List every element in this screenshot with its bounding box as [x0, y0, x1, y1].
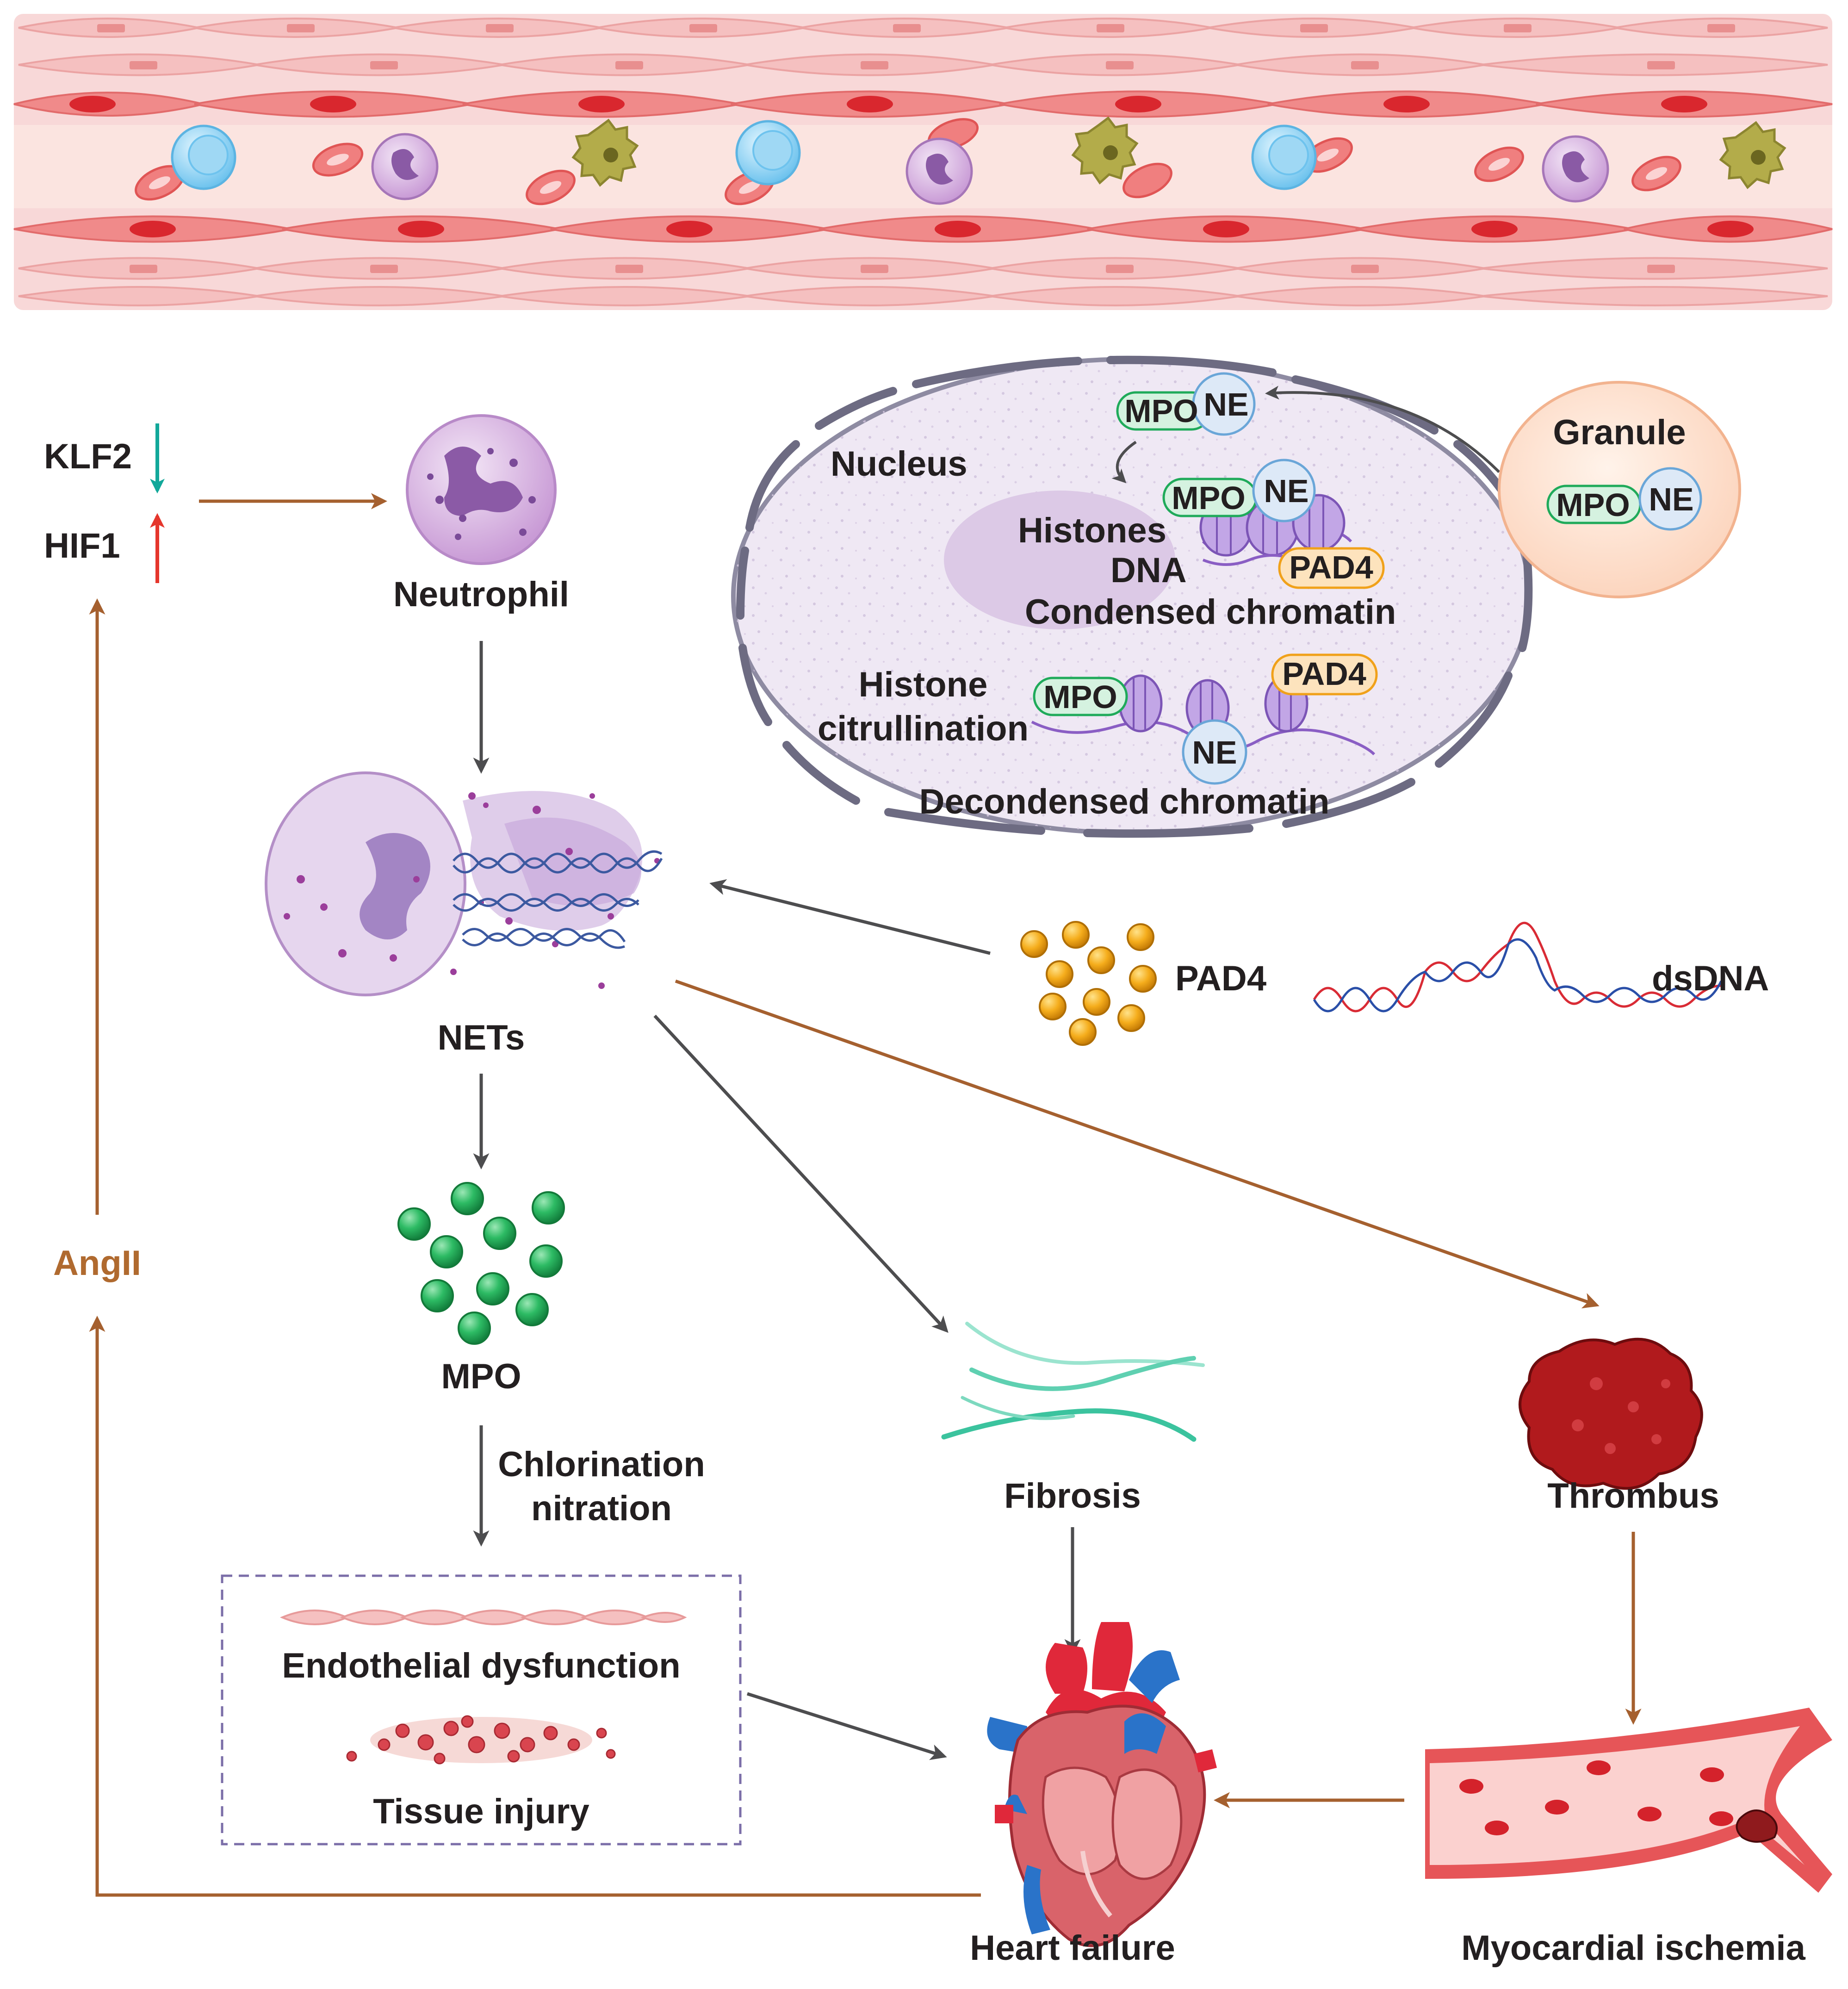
- pill-ne-1: NE: [1203, 386, 1248, 423]
- fibrosis-label: Fibrosis: [1004, 1476, 1141, 1516]
- pill-mpo-1: MPO: [1124, 393, 1198, 429]
- myocardial-ischemia-label: Myocardial ischemia: [1461, 1928, 1805, 1968]
- lymphocytes: [171, 120, 1317, 190]
- neutrophil-cell-icon: [406, 414, 557, 565]
- endothelial-cells-icon: [279, 1610, 687, 1625]
- nitration-label: nitration: [531, 1489, 672, 1528]
- hif1-label: HIF1: [44, 526, 120, 566]
- arrow-nets-to-thrombus: [675, 979, 1600, 1309]
- pill-ne-2: NE: [1264, 473, 1308, 509]
- nets-label: NETs: [438, 1018, 525, 1057]
- granule-label: Granule: [1553, 413, 1686, 452]
- blood-vessel-illustration: [13, 14, 1833, 310]
- mpo-ne-complex-top: MPO NE: [1116, 372, 1256, 436]
- granule-icon: MPO NE: [1498, 381, 1741, 598]
- pad4-pill-decondensed: PAD4: [1271, 653, 1378, 696]
- pill-ne-3: NE: [1192, 734, 1237, 771]
- histones-label: Histones: [1018, 511, 1166, 550]
- platelets-activated: [571, 116, 1786, 189]
- dsdna-label: dsDNA: [1652, 959, 1769, 998]
- arrow-complex-to-chromatin: [1111, 441, 1137, 484]
- heart-failure-label: Heart failure: [970, 1928, 1175, 1968]
- tissue-injury-label: Tissue injury: [373, 1792, 589, 1831]
- decondensed-chromatin-label: Decondensed chromatin: [919, 782, 1330, 821]
- injury-outcomes-box: [221, 1574, 742, 1846]
- pill-mpo-granule: MPO: [1556, 487, 1630, 523]
- klf2-label: KLF2: [44, 437, 132, 476]
- chlorination-label: Chlorination: [498, 1445, 705, 1484]
- thrombus-label: Thrombus: [1547, 1476, 1719, 1516]
- mpo-ne-complex-chromatin: MPO NE: [1162, 459, 1316, 522]
- mpo-pill-decondensed: MPO: [1033, 677, 1128, 716]
- thrombus-icon: [1519, 1337, 1703, 1490]
- heart-icon: [987, 1622, 1217, 1947]
- pad4-particles-icon: [1020, 921, 1157, 1046]
- pill-ne-granule: NE: [1649, 481, 1693, 517]
- arrow-nets-to-fibrosis: [653, 1014, 949, 1333]
- mpo-particles-icon: [397, 1182, 565, 1345]
- fibrosis-icon: [941, 1322, 1205, 1442]
- angii-label: AngII: [53, 1243, 141, 1283]
- arrow-granule-to-nucleus: [1265, 385, 1501, 473]
- arrow-pad4-to-nets: [709, 879, 991, 955]
- condensed-chromatin-label: Condensed chromatin: [1025, 592, 1396, 632]
- endothelial-dysfunction-label: Endothelial dysfunction: [282, 1646, 680, 1685]
- ischemic-vessel-icon: [1425, 1708, 1832, 1893]
- pill-pad4-1: PAD4: [1289, 549, 1373, 585]
- arrow-heart-to-angii: [89, 1316, 981, 1897]
- pill-mpo-3: MPO: [1043, 679, 1117, 715]
- dna-label: DNA: [1110, 551, 1187, 590]
- ne-pill-decondensed: NE: [1182, 719, 1247, 785]
- nucleus-panel: [731, 355, 1533, 838]
- pad4-label: PAD4: [1175, 959, 1266, 998]
- lumen-neutrophils: [371, 133, 1609, 205]
- histone-label: Histone: [859, 665, 988, 704]
- nets-icon: [265, 771, 663, 996]
- pad4-pill-chromatin: PAD4: [1278, 547, 1385, 589]
- citrullination-label: citrullination: [818, 709, 1029, 748]
- tissue-injury-icon: [346, 1715, 616, 1765]
- mpo-label: MPO: [441, 1357, 521, 1396]
- arrow-injury-to-heart: [746, 1692, 947, 1760]
- nucleus-label: Nucleus: [831, 444, 967, 484]
- dsdna-icon: [1313, 921, 1723, 1013]
- neutrophil-label: Neutrophil: [393, 575, 569, 614]
- pill-mpo-2: MPO: [1172, 480, 1245, 516]
- pill-pad4-2: PAD4: [1282, 656, 1366, 692]
